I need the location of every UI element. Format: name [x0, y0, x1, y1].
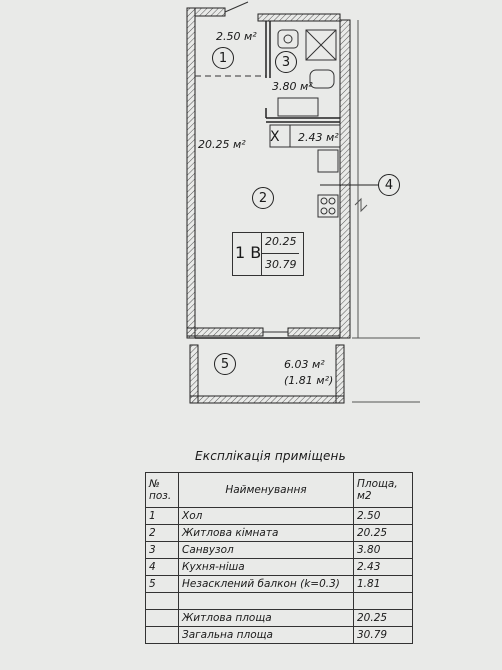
unit-code: 1 B [235, 243, 262, 262]
row-pos: 3 [145, 541, 179, 559]
unit-living-area: 20.25 [265, 235, 297, 248]
summary-area: 30.79 [353, 626, 413, 644]
room-2-marker: 2 [252, 187, 274, 209]
table-header-row: № поз. Найменування Площа, м2 [145, 472, 413, 508]
bathroom-fixtures [277, 29, 337, 117]
room-4-area: 2.43 м² [298, 131, 339, 144]
table-summary-row: Житлова площа 20.25 [145, 609, 413, 627]
balcony-right-wall [335, 344, 345, 404]
room-3-area: 3.80 м² [272, 80, 313, 93]
table-row: 5 Незасклений балкон (k=0.3) 1.81 [145, 575, 413, 593]
row-pos: 5 [145, 575, 179, 593]
summary-name: Загальна площа [178, 626, 354, 644]
kitchen-fixtures [269, 124, 341, 218]
floor-plan [186, 1, 420, 404]
room-3-marker: 3 [275, 51, 297, 73]
header-area: Площа, м2 [353, 472, 413, 508]
unit-label: 1 B 20.25 30.79 [232, 232, 304, 276]
row-pos: 1 [145, 507, 179, 525]
table-row: 3 Санвузол 3.80 [145, 541, 413, 559]
summary-name: Житлова площа [178, 609, 354, 627]
room-5-reduced-area: (1.81 м²) [284, 374, 334, 387]
balcony-wall-left [186, 327, 264, 337]
summary-area: 20.25 [353, 609, 413, 627]
room-2-area: 20.25 м² [198, 138, 246, 151]
table-row: 2 Житлова кімната 20.25 [145, 524, 413, 542]
table-row: 4 Кухня-ніша 2.43 [145, 558, 413, 576]
row-name: Санвузол [178, 541, 354, 559]
right-wall [339, 19, 351, 339]
walls [186, 7, 351, 404]
table-row: 1 Хол 2.50 [145, 507, 413, 525]
kitchen-mark: X [270, 129, 280, 145]
partitions [195, 21, 340, 339]
left-wall [186, 7, 196, 339]
top-wall-right [257, 13, 341, 22]
room-4-marker: 4 [378, 174, 400, 196]
row-area: 3.80 [353, 541, 413, 559]
row-pos: 4 [145, 558, 179, 576]
balcony-bottom-wall [189, 395, 345, 404]
row-name: Кухня-ніша [178, 558, 354, 576]
header-name: Найменування [178, 472, 354, 508]
entrance-door [224, 1, 249, 13]
table-title: Експлікація приміщень [195, 449, 346, 463]
header-pos: № поз. [145, 472, 179, 508]
explication-table: № поз. Найменування Площа, м2 1 Хол 2.50… [145, 472, 413, 644]
row-area: 20.25 [353, 524, 413, 542]
unit-total-area: 30.79 [265, 258, 297, 271]
dimension-marks [352, 20, 420, 403]
room-1-area: 2.50 м² [216, 30, 257, 43]
table-blank-row [145, 592, 413, 610]
row-area: 2.43 [353, 558, 413, 576]
row-name: Житлова кімната [178, 524, 354, 542]
room-5-area: 6.03 м² [284, 358, 325, 371]
room-1-marker: 1 [212, 47, 234, 69]
row-name: Незасклений балкон (k=0.3) [178, 575, 354, 593]
row-area: 1.81 [353, 575, 413, 593]
room-5-marker: 5 [214, 353, 236, 375]
balcony-left-wall [189, 344, 199, 404]
row-area: 2.50 [353, 507, 413, 525]
table-summary-row: Загальна площа 30.79 [145, 626, 413, 644]
top-wall-left [194, 7, 226, 17]
balcony-wall-right [287, 327, 341, 337]
row-pos: 2 [145, 524, 179, 542]
row-name: Хол [178, 507, 354, 525]
